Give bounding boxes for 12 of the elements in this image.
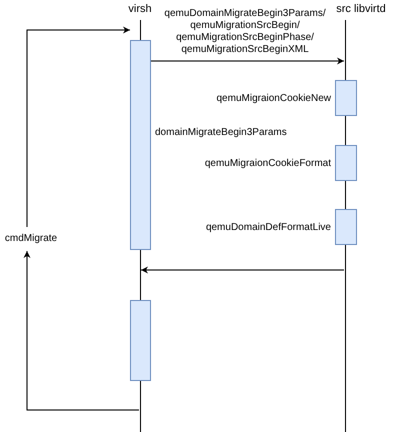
lifeline-label: virsh xyxy=(127,3,153,16)
function-label: qemuMigraionCookieNew xyxy=(216,92,331,105)
arrow xyxy=(26,26,130,228)
function-label: domainMigrateBegin3Params xyxy=(155,126,287,139)
function-label: cmdMigrate xyxy=(4,232,58,245)
arrow xyxy=(150,58,344,64)
arrow xyxy=(24,250,140,410)
arrow xyxy=(140,266,344,274)
function-label: qemuMigraionCookieFormat xyxy=(204,157,331,170)
edge-label: qemuDomainMigrateBegin3Params/ qemuMigrationSrcBegin/ qemuMigrationSrcBeginPhase/ qemuMigrationSrcBeginXML xyxy=(164,8,326,56)
function-label: qemuDomainDefFormatLive xyxy=(206,221,331,234)
lifeline-label: src libvirtd xyxy=(335,3,387,16)
